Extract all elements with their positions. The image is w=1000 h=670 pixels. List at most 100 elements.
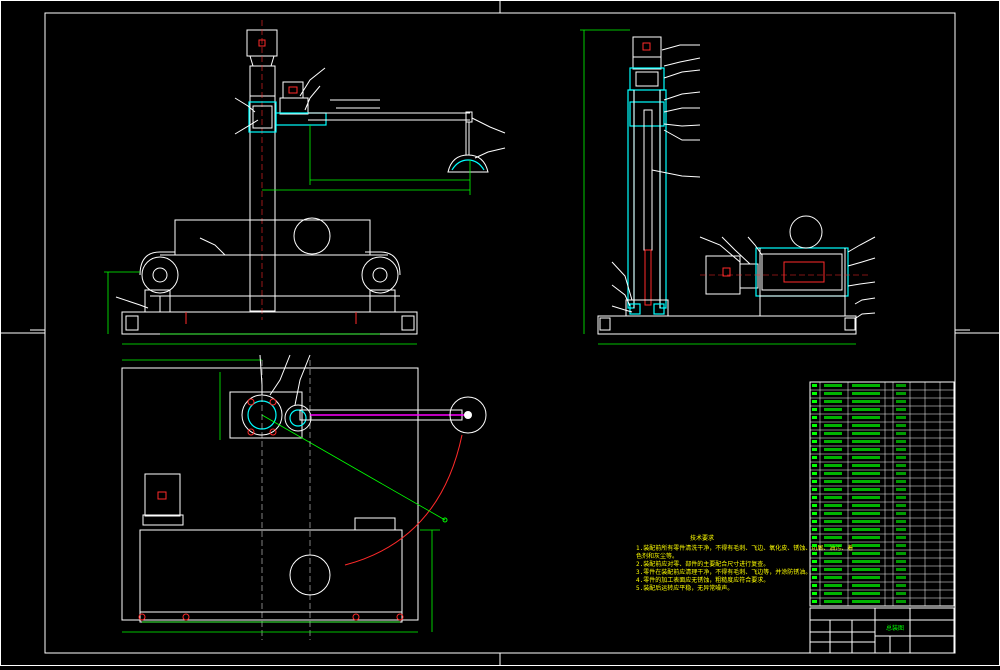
top-view — [121, 354, 487, 640]
parts-list-mark — [896, 536, 906, 539]
parts-list-mark — [896, 584, 906, 587]
parts-list-mark — [896, 456, 906, 459]
parts-list-mark — [896, 568, 906, 571]
parts-list-mark — [896, 560, 906, 563]
parts-list-mark — [824, 496, 842, 499]
parts-list-mark — [852, 440, 880, 443]
parts-list-mark — [812, 480, 817, 483]
parts-list-mark — [896, 448, 906, 451]
parts-list-mark — [812, 472, 817, 475]
parts-list-mark — [896, 512, 906, 515]
parts-list-mark — [812, 528, 817, 531]
parts-list-mark — [896, 528, 906, 531]
parts-list-mark — [852, 552, 880, 555]
parts-list-mark — [896, 400, 906, 403]
parts-list-mark — [812, 384, 817, 387]
parts-list — [809, 381, 955, 607]
parts-list-mark — [824, 504, 842, 507]
parts-list-mark — [852, 416, 880, 419]
parts-list-mark — [824, 392, 842, 395]
parts-list-mark — [812, 456, 817, 459]
parts-list-mark — [812, 400, 817, 403]
parts-list-mark — [896, 384, 906, 387]
parts-list-mark — [852, 488, 880, 491]
notes-title: 技术要求 — [690, 534, 714, 542]
parts-list-mark — [852, 496, 880, 499]
parts-list-mark — [896, 576, 906, 579]
parts-list-mark — [812, 504, 817, 507]
parts-list-mark — [896, 432, 906, 435]
parts-list-mark — [824, 424, 842, 427]
parts-list-mark — [824, 384, 842, 387]
parts-list-mark — [852, 400, 880, 403]
parts-list-mark — [824, 552, 842, 555]
parts-list-mark — [824, 560, 842, 563]
parts-list-mark — [824, 448, 842, 451]
parts-list-mark — [812, 576, 817, 579]
note-line-3: 2.装配前应对零、部件的主要配合尺寸进行复查。 — [636, 560, 769, 568]
parts-list-mark — [824, 480, 842, 483]
parts-list-mark — [852, 528, 880, 531]
parts-list-mark — [812, 552, 817, 555]
parts-list-mark — [852, 544, 880, 547]
parts-list-mark — [824, 520, 842, 523]
parts-list-mark — [896, 472, 906, 475]
parts-list-mark — [812, 464, 817, 467]
note-line-1: 1.装配前所有零件清洗干净，不得有毛刺、飞边、氧化皮、锈蚀、切屑、油污、着 — [636, 544, 853, 552]
parts-list-mark — [812, 408, 817, 411]
parts-list-mark — [896, 552, 906, 555]
parts-list-mark — [852, 472, 880, 475]
parts-list-mark — [812, 520, 817, 523]
parts-list-mark — [824, 584, 842, 587]
parts-list-mark — [812, 512, 817, 515]
parts-list-mark — [852, 504, 880, 507]
parts-list-mark — [896, 464, 906, 467]
parts-list-mark — [812, 584, 817, 587]
parts-list-mark — [896, 504, 906, 507]
parts-list-mark — [812, 448, 817, 451]
note-line-5: 4.零件的加工表面应无锈蚀，粗糙度应符合要求。 — [636, 576, 769, 584]
parts-list-mark — [812, 488, 817, 491]
parts-list-mark — [824, 408, 842, 411]
parts-list-mark — [852, 568, 880, 571]
parts-list-mark — [852, 600, 880, 603]
parts-list-mark — [824, 440, 842, 443]
parts-list-mark — [824, 416, 842, 419]
technical-notes: 技术要求 1.装配前所有零件清洗干净，不得有毛刺、飞边、氧化皮、锈蚀、切屑、油污… — [636, 534, 853, 592]
parts-list-mark — [824, 536, 842, 539]
parts-list-mark — [852, 384, 880, 387]
parts-list-mark — [824, 576, 842, 579]
parts-list-mark — [896, 480, 906, 483]
title-block: 总装图 — [809, 607, 955, 654]
parts-list-mark — [824, 568, 842, 571]
note-line-2: 色剂和灰尘等。 — [636, 552, 678, 560]
parts-list-mark — [824, 432, 842, 435]
parts-list-mark — [852, 576, 880, 579]
title-block-label: 总装图 — [886, 624, 904, 632]
parts-list-mark — [824, 464, 842, 467]
parts-list-mark — [812, 600, 817, 603]
parts-list-mark — [812, 560, 817, 563]
parts-list-mark — [824, 488, 842, 491]
parts-list-mark — [812, 496, 817, 499]
front-view — [104, 20, 506, 345]
parts-list-mark — [852, 392, 880, 395]
parts-list-mark — [824, 472, 842, 475]
parts-list-mark — [812, 568, 817, 571]
parts-list-mark — [824, 512, 842, 515]
parts-list-mark — [896, 440, 906, 443]
parts-list-mark — [896, 600, 906, 603]
parts-list-mark — [824, 600, 842, 603]
parts-list-mark — [852, 408, 880, 411]
parts-list-mark — [852, 464, 880, 467]
parts-list-mark — [896, 592, 906, 595]
parts-list-mark — [852, 456, 880, 459]
parts-list-mark — [852, 536, 880, 539]
parts-list-mark — [852, 592, 880, 595]
parts-list-mark — [812, 424, 817, 427]
parts-list-mark — [852, 432, 880, 435]
parts-list-mark — [852, 448, 880, 451]
parts-list-mark — [896, 488, 906, 491]
inner-frame — [44, 12, 956, 654]
